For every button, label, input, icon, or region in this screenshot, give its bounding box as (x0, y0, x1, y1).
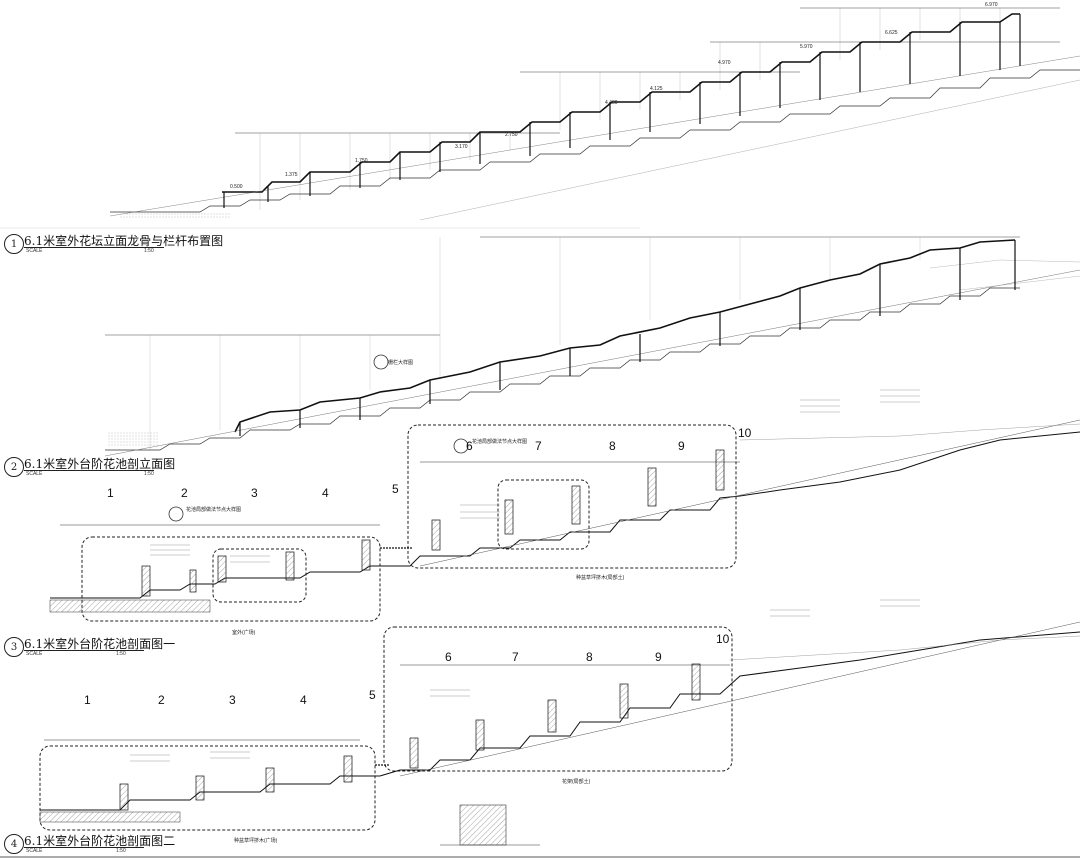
section-3-section (49, 389, 1080, 622)
segment-number: 10 (738, 426, 752, 440)
site-note: 花架(局部土) (562, 778, 591, 785)
elev-label: 6.625 (885, 30, 898, 36)
callout-box (39, 745, 376, 831)
segment-number: 2 (158, 693, 165, 707)
drawing-title: 6.1米室外花坛立面龙骨与栏杆布置图 (24, 234, 224, 248)
scale-value: 1:50 (144, 248, 154, 254)
elev-label: 1.375 (285, 172, 298, 178)
callout-box (81, 536, 381, 622)
segment-number: 6 (445, 650, 452, 664)
scale-label: SCALE (26, 248, 43, 254)
segment-number: 4 (300, 693, 307, 707)
segment-number: 3 (229, 693, 236, 707)
detail-label: 栅栏大样图 (388, 359, 413, 366)
site-note: 种盆草坪挤木(局部土) (576, 574, 625, 581)
scale-value: 1:50 (144, 471, 154, 477)
elev-label: 0.500 (230, 184, 243, 190)
drawing-title: 6.1米室外台阶花池剖立面图 (24, 457, 176, 471)
segment-number: 6 (466, 439, 473, 453)
elev-label: 4.480 (605, 100, 618, 106)
drawing-number: 4 (4, 834, 24, 854)
elev-label: 4.970 (718, 60, 731, 66)
detail-label: 花池局部做法节点大样图 (186, 506, 241, 513)
scale-value: 1:50 (116, 651, 126, 657)
segment-number: 1 (84, 693, 91, 707)
scale-label: SCALE (26, 471, 43, 477)
title-underline (24, 247, 164, 248)
title-underline (24, 470, 154, 471)
callout-box (212, 548, 307, 603)
drawing-title: 6.1米室外台阶花池剖面图二 (24, 834, 176, 848)
drawing-number: 1 (4, 234, 24, 254)
section-2-elevation (104, 236, 1080, 457)
detail-ref-circle (453, 438, 469, 454)
elev-label: 1.750 (355, 158, 368, 164)
elev-label: 2.750 (505, 132, 518, 138)
elev-label: 6.970 (985, 2, 998, 8)
segment-number: 2 (181, 486, 188, 500)
drawing-number: 3 (4, 637, 24, 657)
detail-ref-circle (373, 354, 389, 370)
detail-label: 花池局部做法节点大样图 (472, 438, 527, 445)
elev-label: 5.970 (800, 44, 813, 50)
segment-number: 8 (586, 650, 593, 664)
segment-number: 10 (716, 632, 730, 646)
title-underline (24, 847, 144, 848)
elev-label: 3.170 (455, 144, 468, 150)
segment-number: 8 (609, 439, 616, 453)
scale-label: SCALE (26, 848, 43, 854)
detail-ref-circle (168, 506, 184, 522)
segment-number: 7 (535, 439, 542, 453)
section-4-section (0, 599, 1080, 858)
callout-box (497, 479, 590, 550)
segment-number: 4 (322, 486, 329, 500)
scale-label: SCALE (26, 651, 43, 657)
site-note: 室外(广场) (232, 629, 256, 636)
segment-number: 1 (107, 486, 114, 500)
title-underline (24, 650, 144, 651)
segment-number: 3 (251, 486, 258, 500)
segment-number: 9 (655, 650, 662, 664)
callout-box (383, 626, 733, 772)
scale-value: 1:50 (116, 848, 126, 854)
site-note: 种盆草坪挤木(广场) (234, 837, 278, 844)
segment-number: 5 (369, 688, 376, 702)
drawing-number: 2 (4, 457, 24, 477)
drawing-title: 6.1米室外台阶花池剖面图一 (24, 637, 176, 651)
segment-number: 7 (512, 650, 519, 664)
elev-label: 4.125 (650, 86, 663, 92)
section-1-elevation: 6.970 6.625 5.970 4.970 4.480 4.125 3.17… (0, 2, 1080, 229)
segment-number: 9 (678, 439, 685, 453)
segment-number: 5 (392, 482, 399, 496)
